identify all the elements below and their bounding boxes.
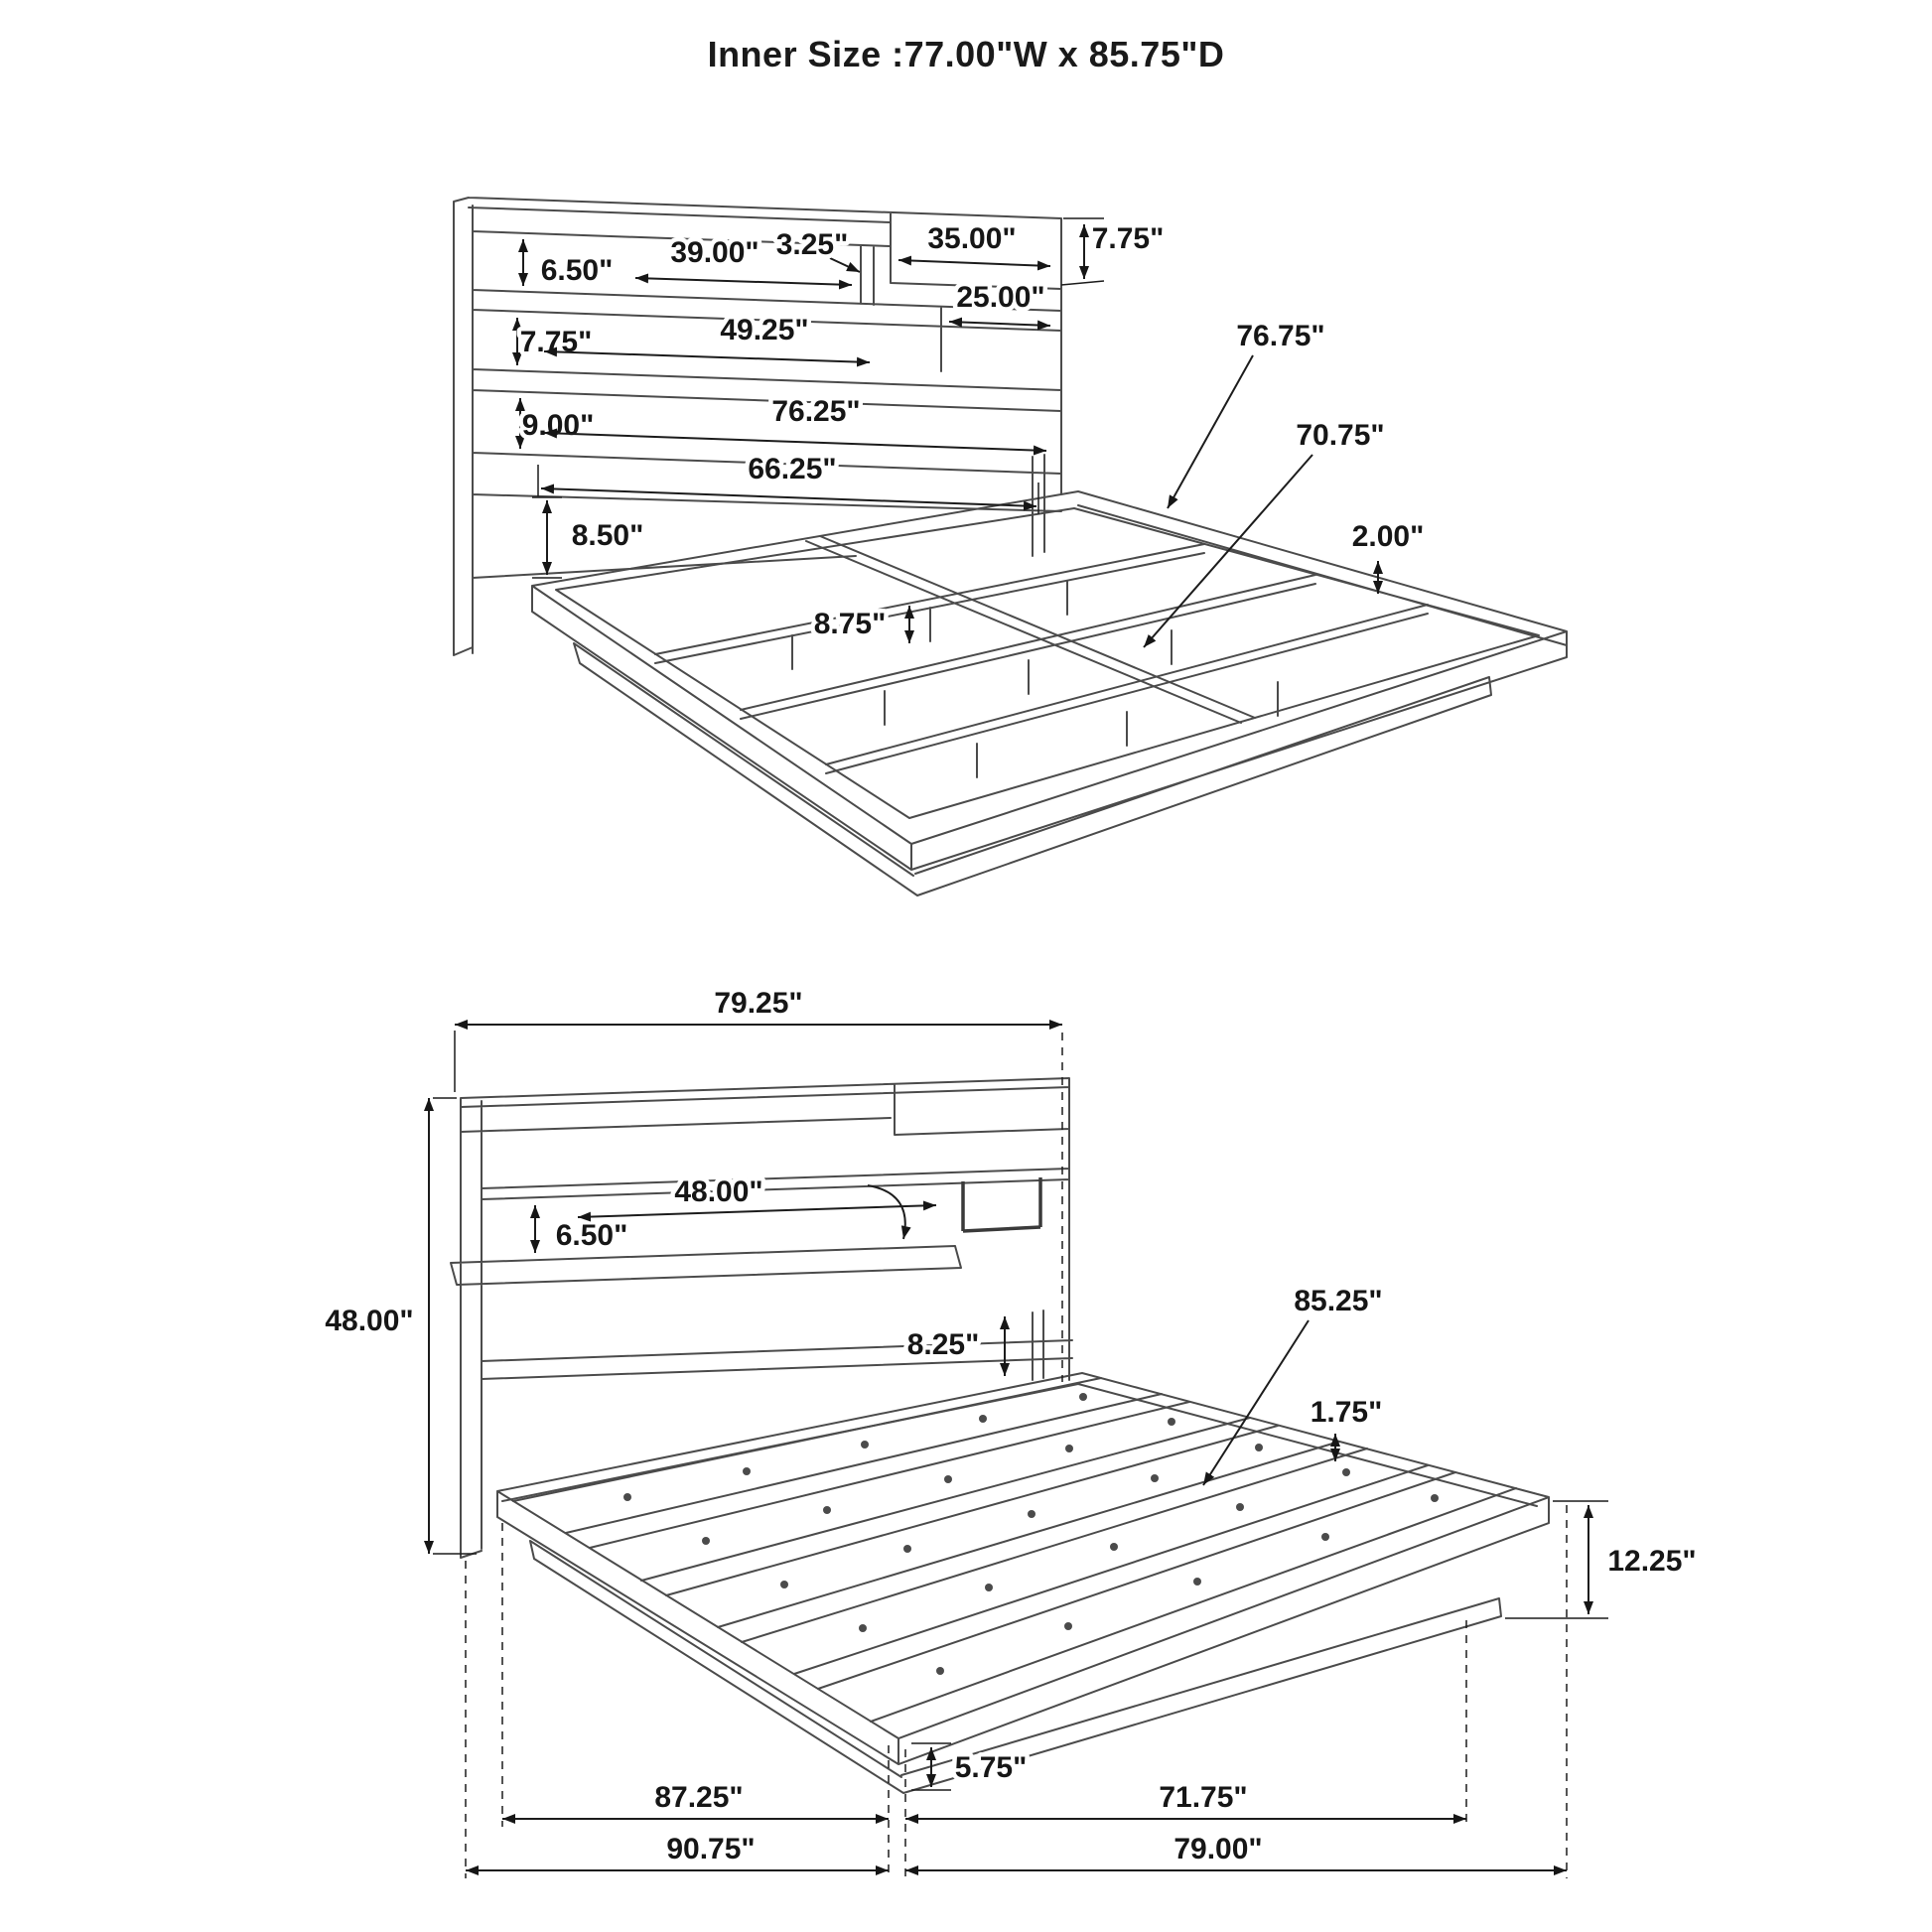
slats-path (512, 1377, 1517, 1723)
dim-slat-thickness: 1.75" (1306, 1392, 1387, 1461)
dim-overall-width: 79.00" (905, 1829, 1567, 1875)
dim-headboard-height: 48.00" (321, 1098, 434, 1554)
dim-overall-depth: 90.75" (466, 1829, 889, 1875)
dim-label: 79.00" (1173, 1833, 1262, 1865)
bottom-view-dimensions: 79.25" 48.00" 6.50" 48.00" 8.25" 85.25" (321, 983, 1701, 1878)
drawing-title: Inner Size :77.00"W x 85.75"D (707, 34, 1225, 74)
dim-label: 1.75" (1311, 1396, 1383, 1429)
dim-inner-length-right: 71.75" (905, 1777, 1466, 1824)
dim-label: 25.00" (956, 281, 1044, 314)
dim-label: 76.25" (771, 395, 860, 428)
dim-rail-thickness: 2.00" (1347, 516, 1429, 594)
dim-base-height: 12.25" (1584, 1505, 1701, 1614)
dim-inner-length-left: 87.25" (502, 1777, 889, 1824)
dim-label: 66.25" (748, 453, 836, 485)
dim-label: 39.00" (670, 236, 759, 269)
slat-screw-dots (623, 1393, 1439, 1675)
platform-outline-path (531, 490, 1568, 897)
dim-label: 85.25" (1294, 1285, 1382, 1317)
dim-shelf-opening-height: 6.50" (530, 1205, 632, 1257)
dim-label: 5.75" (955, 1751, 1028, 1784)
dim-shelf1-height: 6.50" (518, 239, 618, 292)
dim-shelf2-height: 7.75" (512, 318, 597, 365)
dim-shelf-opening-width: 48.00" (577, 1172, 937, 1222)
dim-shelf1-width: 39.00" (634, 232, 853, 290)
dim-right-shelf-width: 25.00" (948, 277, 1051, 331)
dim-shelf3-height: 9.00" (515, 398, 599, 449)
platform2-outline-path (496, 1372, 1550, 1794)
dim-label: 49.25" (720, 314, 808, 346)
extension-lines (433, 1031, 1608, 1791)
dim-label: 12.25" (1607, 1545, 1696, 1578)
dim-label: 6.50" (541, 254, 614, 287)
dim-label: 8.75" (814, 608, 887, 640)
dim-base-recess-height: 5.75" (926, 1747, 1032, 1789)
top-view-drawing (453, 197, 1568, 897)
top-view-dimensions: 6.50" 39.00" 3.25" 35.00" 7.75" 25.00" (512, 217, 1429, 648)
dim-label: 70.75" (1296, 419, 1384, 452)
flip-door-arrow (867, 1184, 911, 1240)
dim-headboard-width: 79.25" (455, 983, 1062, 1030)
dim-label: 71.75" (1159, 1781, 1247, 1814)
dim-top-section-height: 7.75" (1079, 218, 1169, 279)
dim-center-rail-length: 70.75" (1143, 415, 1389, 648)
dim-label: 48.00" (325, 1305, 413, 1337)
dim-ledge-height2: 8.25" (902, 1316, 1010, 1376)
dim-shelf2-width: 49.25" (543, 310, 871, 367)
dim-deck-length: 85.25" (1202, 1281, 1387, 1486)
headboard2-outline-path (450, 1077, 1073, 1559)
support-legs-path (791, 580, 1279, 778)
dim-label: 48.00" (674, 1175, 762, 1208)
dim-ledge-height: 8.50" (542, 500, 648, 575)
dim-label: 6.50" (556, 1219, 628, 1252)
dim-label: 7.75" (1092, 222, 1165, 255)
dim-label: 2.00" (1352, 520, 1425, 553)
dim-label: 8.25" (907, 1328, 980, 1361)
extension-lines (532, 217, 1105, 579)
dim-label: 79.25" (714, 987, 802, 1020)
headboard-cubby-path (961, 1177, 1042, 1233)
dim-divider-width: 3.25" (771, 224, 861, 273)
headboard-outline-path (453, 197, 1062, 656)
dim-right-compartment-width: 35.00" (897, 218, 1051, 271)
dim-support-leg-height: 8.75" (809, 604, 914, 645)
dim-label: 9.00" (522, 409, 595, 442)
dim-shelf3-width: 76.25" (543, 391, 1047, 456)
dim-side-rail-length: 76.75" (1167, 316, 1329, 509)
dim-label: 35.00" (927, 222, 1016, 255)
dim-label: 87.25" (654, 1781, 743, 1814)
dim-label: 8.50" (572, 519, 644, 552)
dim-label: 3.25" (776, 228, 849, 261)
dim-label: 90.75" (666, 1833, 755, 1865)
bottom-view-drawing (450, 1077, 1550, 1794)
dim-inner-opening-width: 66.25" (540, 449, 1037, 511)
dim-label: 76.75" (1236, 320, 1324, 352)
